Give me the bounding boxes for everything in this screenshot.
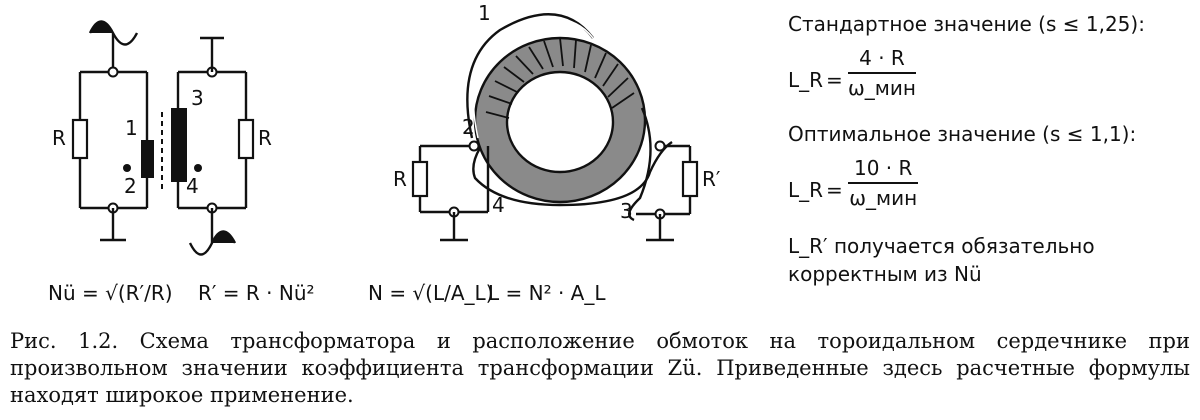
formula-l-toroid: L = N² · A_L [488, 281, 606, 305]
optimal-fraction: 10 · R ω_мин [848, 156, 919, 210]
standard-equals: = [826, 68, 843, 92]
toroid-resistor-label-right: R′ [702, 167, 721, 191]
optimal-denominator: ω_мин [849, 186, 918, 210]
note-line-1: L_R′ получается обязательно [788, 234, 1095, 258]
winding-label-1: 1 [125, 116, 138, 140]
transformer-schematic: R R 1 2 3 4 [52, 20, 272, 256]
winding-label-2: 2 [124, 174, 137, 198]
wire-label-3: 3 [620, 199, 633, 223]
standard-numerator: 4 · R [848, 46, 916, 74]
input-signal-symbol [88, 20, 139, 72]
toroid-wire-4 [472, 141, 673, 207]
toroid-windings [485, 37, 635, 119]
standard-lhs: L_R [788, 68, 824, 92]
toroid-wire-3 [628, 107, 652, 222]
optimal-lhs: L_R [788, 178, 824, 202]
wire-label-4: 4 [492, 193, 505, 217]
formula-n-toroid: N = √(L/A_L) [368, 281, 494, 305]
toroid-resistor-label-left: R [393, 167, 407, 191]
toroid-right-circuit [636, 140, 699, 242]
note-line-2: корректным из Nü [788, 262, 982, 286]
terminal [107, 66, 119, 78]
primary-resistor [71, 118, 89, 160]
standard-denominator: ω_мин [848, 76, 916, 100]
winding-secondary [171, 108, 187, 182]
polarity-dot [194, 164, 202, 172]
polarity-dot [123, 164, 131, 172]
resistor-label-left: R [52, 126, 66, 150]
formula-r-prime: R′ = R · Nü² [198, 281, 315, 305]
toroid-resistor-left [411, 160, 429, 198]
output-signal-symbol [188, 208, 237, 256]
winding-label-4: 4 [186, 174, 199, 198]
resistor-label-right: R [258, 126, 272, 150]
terminal [468, 140, 480, 152]
optimal-heading: Оптимальное значение (s ≤ 1,1): [788, 122, 1137, 146]
secondary-resistor [237, 118, 255, 160]
standard-heading: Стандартное значение (s ≤ 1,25): [788, 12, 1145, 36]
winding-primary [141, 140, 154, 178]
primary-loop [71, 66, 149, 242]
winding-label-3: 3 [191, 86, 204, 110]
transformer-diagram: R R 1 2 3 4 [48, 1, 721, 305]
formula-n-transformer: Nü = √(R′/R) [48, 281, 173, 305]
wire-label-1: 1 [478, 1, 491, 25]
wire-label-2: 2 [462, 115, 475, 139]
toroid-left-circuit [411, 140, 490, 242]
toroid-drawing: 1 2 3 4 R R′ [393, 1, 721, 242]
standard-fraction: 4 · R ω_мин [848, 46, 916, 100]
optimal-numerator: 10 · R [848, 156, 919, 184]
terminal [654, 140, 666, 152]
secondary-loop [176, 36, 255, 214]
optimal-equals: = [826, 178, 843, 202]
toroid-hole [505, 70, 615, 174]
toroid-resistor-right [681, 160, 699, 198]
figure-caption: Рис. 1.2. Схема трансформатора и располо… [10, 329, 1190, 407]
toroid-wire-1 [466, 13, 594, 139]
